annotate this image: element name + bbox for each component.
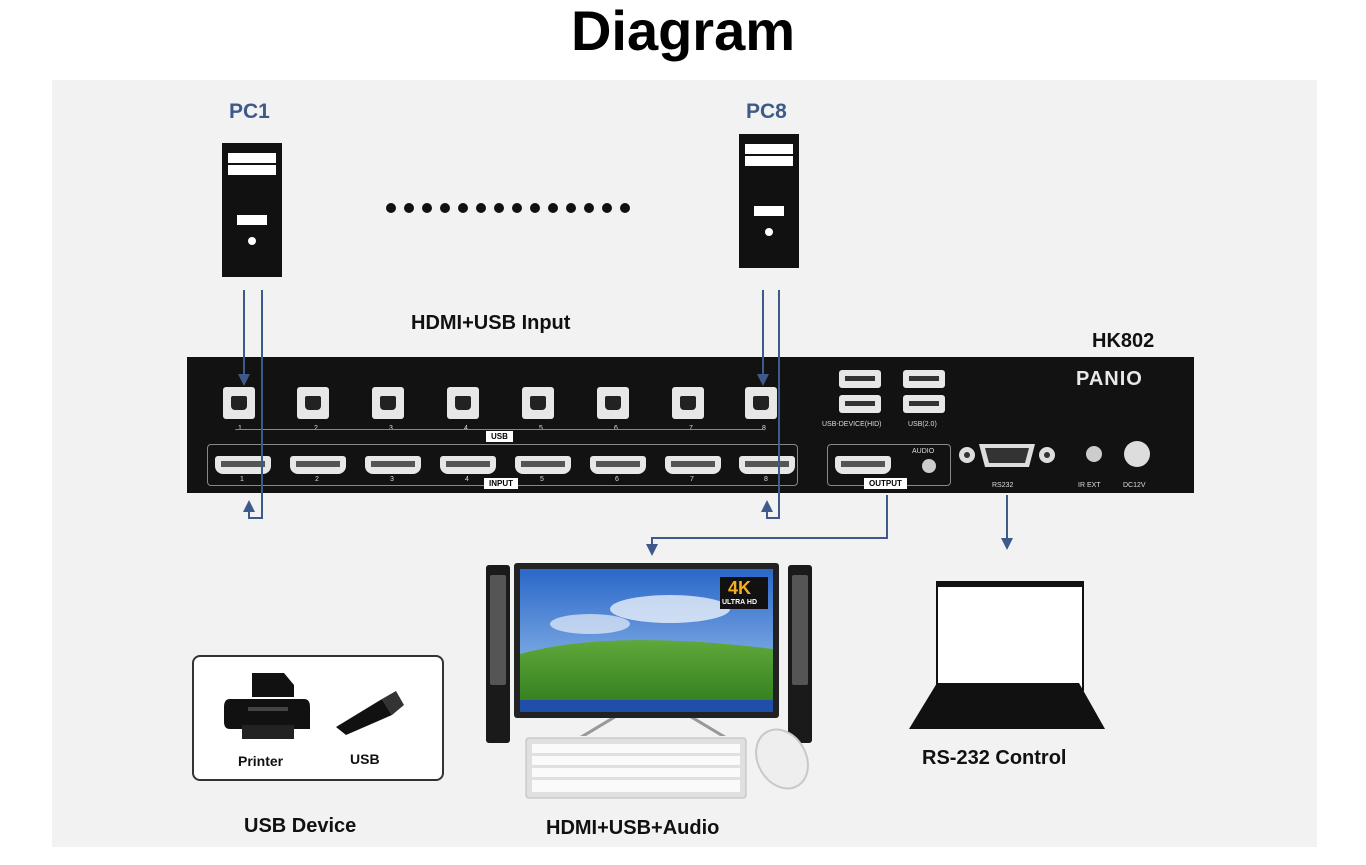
usb-device-caption: USB Device — [244, 815, 357, 837]
usb-port-number: 7 — [689, 425, 693, 432]
usb-b-port-icon — [297, 387, 329, 419]
usb-b-port-icon — [672, 387, 704, 419]
display-caption: HDMI+USB+Audio — [546, 817, 720, 839]
monitor-4k-badge: 4K — [728, 578, 752, 598]
rs232-db9-port-icon — [959, 444, 1055, 467]
hdmi-input-port-icon — [739, 456, 795, 474]
usb-a-port-icon — [839, 370, 881, 388]
pc1-tower-icon — [222, 143, 282, 277]
usb-b-port-icon — [372, 387, 404, 419]
desktop-wallpaper-image — [520, 569, 773, 712]
rs232-port-label: RS232 — [992, 482, 1014, 489]
usb-b-port-icon — [522, 387, 554, 419]
hdmi-input-port-icon — [215, 456, 271, 474]
usb-b-port-icon — [745, 387, 777, 419]
hdmi-input-port-icon — [590, 456, 646, 474]
usb-hid-label: USB-DEVICE(HID) — [822, 421, 882, 428]
ir-ext-label: IR EXT — [1078, 482, 1101, 489]
hdmi-output-port-icon — [835, 456, 891, 474]
usb-port-number: 3 — [389, 425, 393, 432]
hdmi-port-number: 6 — [615, 476, 619, 483]
device-model-label: HK802 — [1092, 330, 1155, 352]
ir-ext-jack-icon — [1086, 446, 1102, 462]
hdmi-port-number: 4 — [465, 476, 469, 483]
hdmi-port-number: 1 — [240, 476, 244, 483]
hdmi-port-number: 7 — [690, 476, 694, 483]
usb20-label: USB(2.0) — [908, 421, 937, 428]
brand-logo-text: PANIO — [1076, 368, 1143, 390]
usb-port-number: 1 — [238, 425, 242, 432]
usb-a-port-icon — [839, 395, 881, 413]
usb-port-number: 5 — [539, 425, 543, 432]
hdmi-input-port-icon — [440, 456, 496, 474]
kvm-switch-device: 1 2 3 4 5 6 7 8 USB 1 2 3 4 5 6 7 8 INPU… — [187, 357, 1194, 493]
dc12v-label: DC12V — [1123, 482, 1146, 489]
usb-b-port-icon — [447, 387, 479, 419]
left-speaker-icon — [486, 565, 510, 743]
laptop-base-icon — [909, 683, 1105, 729]
hdmi-port-number: 5 — [540, 476, 544, 483]
hdmi-input-port-icon — [290, 456, 346, 474]
right-speaker-icon — [788, 565, 812, 743]
audio-label: AUDIO — [912, 448, 935, 455]
rs232-control-caption: RS-232 Control — [922, 747, 1067, 769]
usb-port-number: 2 — [314, 425, 318, 432]
usb-flash-drive-icon — [336, 691, 404, 735]
pc1-label: PC1 — [229, 100, 270, 123]
hdmi-port-number: 2 — [315, 476, 319, 483]
usb-group-line — [235, 429, 765, 432]
ellipsis-dots-icon — [386, 203, 630, 213]
monitor-screen: 4K ULTRA HD — [514, 563, 779, 718]
pc8-label: PC8 — [746, 100, 787, 123]
dc-power-jack-icon — [1124, 441, 1150, 467]
usb-a-port-icon — [903, 395, 945, 413]
printer-label: Printer — [238, 753, 284, 769]
hdmi-port-number: 8 — [764, 476, 768, 483]
usb-group-tag: USB — [486, 431, 513, 442]
usb-b-port-icon — [597, 387, 629, 419]
input-group-tag: INPUT — [484, 478, 518, 489]
printer-icon — [224, 673, 310, 739]
usb-port-number: 6 — [614, 425, 618, 432]
usb-b-port-icon — [223, 387, 255, 419]
monitor-stand-icon — [580, 718, 726, 736]
output-group-tag: OUTPUT — [864, 478, 907, 489]
keyboard-icon — [525, 737, 747, 799]
monitor-ultrahd-badge: ULTRA HD — [722, 599, 757, 606]
hdmi-input-port-icon — [515, 456, 571, 474]
usb-a-port-icon — [903, 370, 945, 388]
hdmi-input-port-icon — [365, 456, 421, 474]
audio-jack-icon — [922, 459, 936, 473]
page-title: Diagram — [570, 0, 796, 62]
mouse-icon — [755, 728, 809, 790]
pc8-tower-icon — [739, 134, 799, 268]
input-caption: HDMI+USB Input — [411, 312, 571, 334]
hdmi-port-number: 3 — [390, 476, 394, 483]
hdmi-input-port-icon — [665, 456, 721, 474]
usb-port-number: 4 — [464, 425, 468, 432]
laptop-screen-icon — [936, 581, 1084, 691]
usb-drive-label: USB — [350, 751, 380, 767]
usb-device-box: Printer USB — [192, 655, 444, 781]
